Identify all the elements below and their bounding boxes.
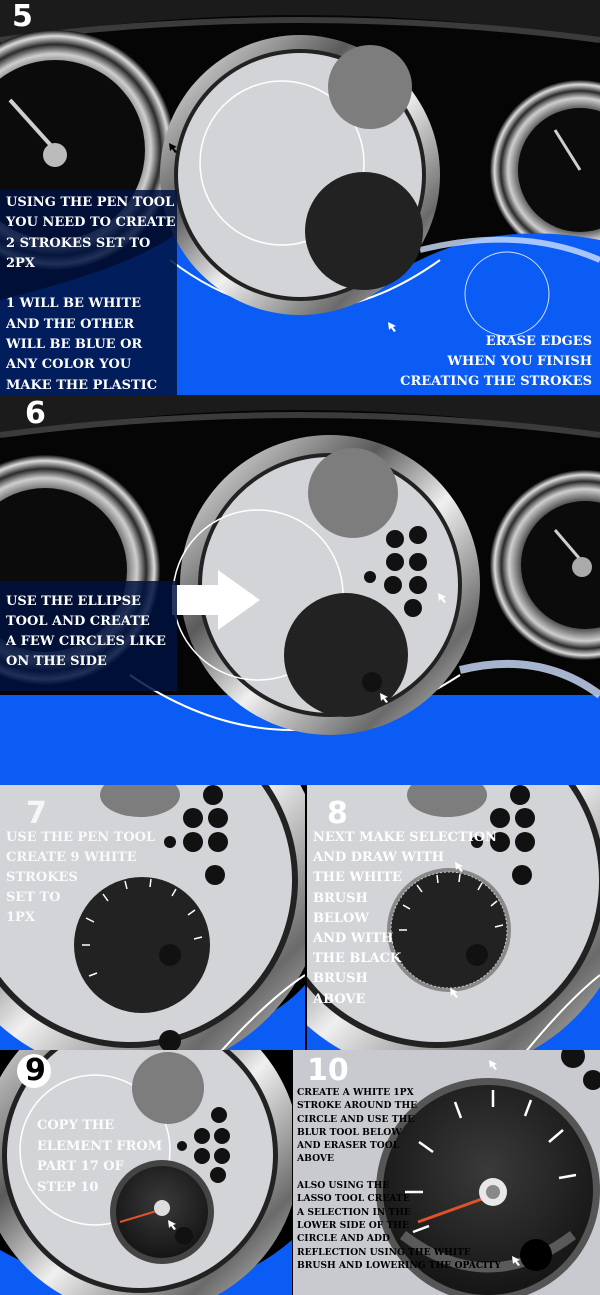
step-number: 8 [327,796,348,831]
step-caption: Use the ellipse tool and create a few ci… [6,594,166,669]
cursor-icon [438,593,446,603]
black-circle [284,593,408,717]
cursor-icon [169,143,177,153]
caption-box [0,581,177,691]
selection-circle [464,251,550,337]
grey-circle [328,45,412,129]
caption-box [0,190,177,395]
step-6-panel: 6 Use the ellipse tool and create a few … [0,395,600,785]
small-circle [409,526,427,544]
small-circle [364,571,376,583]
cursor-icon [380,693,388,703]
step-6-artwork [0,395,600,785]
white-tick-strokes [82,878,203,977]
step-8-artwork [307,785,600,1050]
cursor-icon [512,1256,520,1266]
small-circle [404,599,422,617]
step-caption: Copy the element from part 17 of step 10 [37,1118,163,1195]
step-caption: Use the pen tool create 9 white strokes … [6,830,156,925]
step-caption: Using the pen tool you need to create 2 … [6,195,176,393]
step-9-panel: 9 Copy the element from part 17 of step … [0,1050,292,1295]
cursor-icon [450,988,458,998]
small-circle [386,553,404,571]
black-circle [305,172,423,290]
step-10-artwork [376,1050,600,1295]
step-caption: Next make selection and draw with the wh… [313,830,497,1007]
step-7-panel: 7 Use the pen tool create 9 white stroke… [0,785,305,1050]
step-8-panel: 8 Next make selection and draw with the … [307,785,600,1050]
step-number: 9 [25,1053,46,1088]
cursor-icon [168,1220,176,1230]
cursor-icon [489,1060,497,1070]
small-circle [409,576,427,594]
cursor-icon [455,862,463,872]
small-circle [362,672,382,692]
step-7-artwork [0,785,305,1050]
right-arrow-icon [172,570,260,630]
step-5-panel: 5 Using the pen tool you need to create … [0,0,600,395]
step-number: 7 [26,796,47,831]
step-10-panel: 10 Create a white 1px stroke around the … [293,1050,600,1295]
step-9-artwork [0,1050,292,1295]
black-dial [74,877,210,1013]
step-number: 6 [25,396,46,431]
step-note: Erase edges when you finish creating the… [400,334,592,389]
step-number: 10 [307,1053,349,1088]
cursor-icon [388,322,396,332]
small-circle [384,576,402,594]
step-caption: Create a white 1px stroke around the cir… [297,1087,501,1271]
small-circle [409,553,427,571]
blue-plastic [0,695,600,785]
step-number: 5 [12,0,33,34]
small-circle [386,530,404,548]
step-number-badge [17,1054,51,1088]
reflection [399,1231,577,1273]
grey-circle [308,448,398,538]
